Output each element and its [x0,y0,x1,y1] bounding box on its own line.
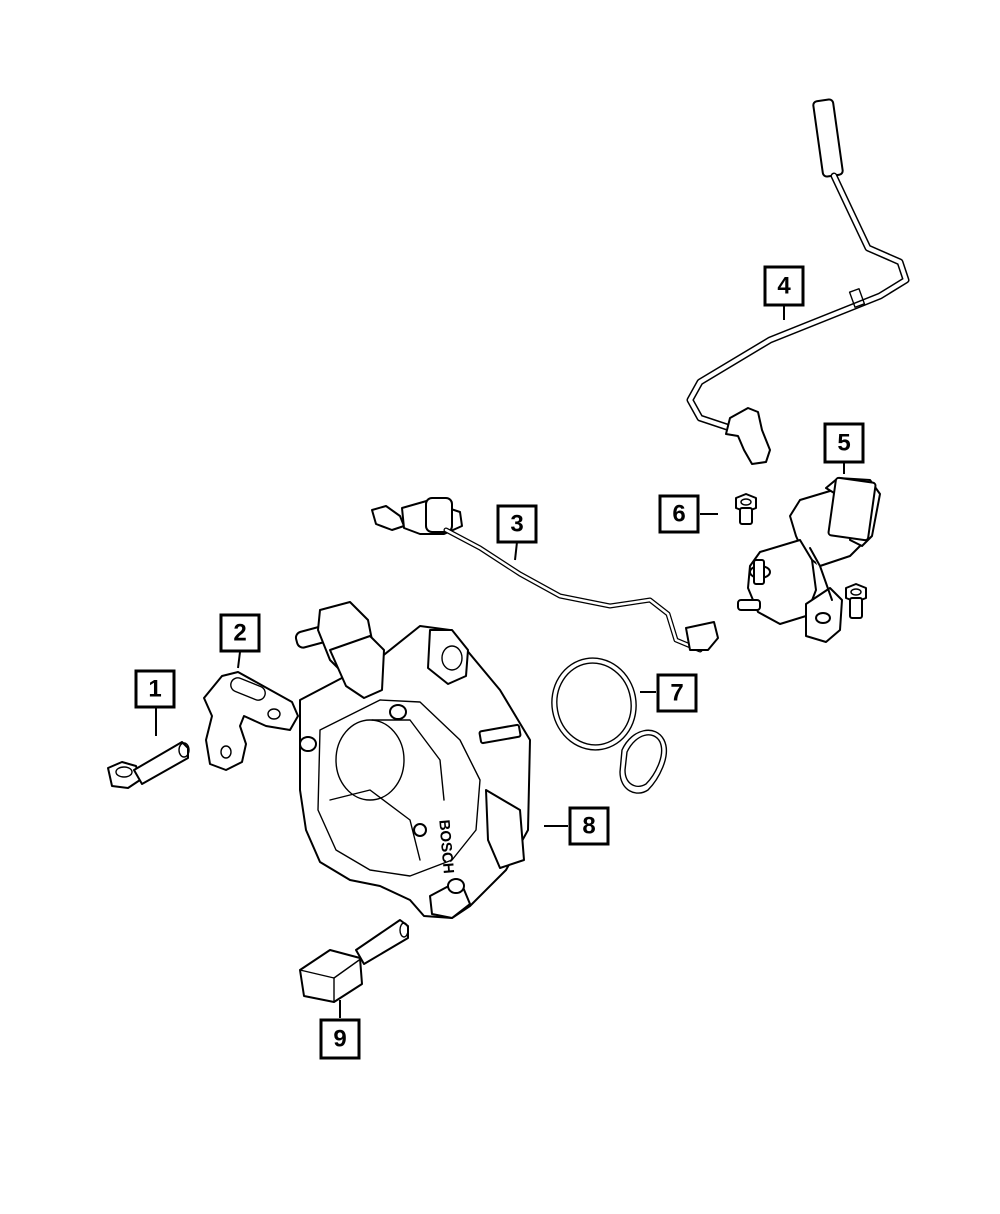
callout-number: 6 [672,501,685,528]
callout-9: 9 [319,1018,361,1060]
bracket-part-2 [203,671,299,771]
vacuum-solenoid-part-5 [737,476,881,643]
callout-6: 6 [658,494,700,534]
callout-number: 3 [510,511,523,538]
callout-number: 9 [333,1026,346,1053]
callout-8: 8 [568,806,610,846]
callout-number: 7 [670,680,683,707]
callout-number: 8 [582,813,595,840]
bolt-part-1 [107,741,190,789]
vacuum-line-part-4 [686,98,910,465]
callout-number: 2 [233,620,246,647]
leader-lines [155,306,845,1018]
callout-7: 7 [656,673,698,713]
vacuum-pump-part-8: BOSCH [294,601,531,919]
callout-5: 5 [823,422,865,464]
callout-number: 1 [148,676,161,703]
callout-4: 4 [763,265,805,307]
o-ring-part-7 [551,657,667,794]
callout-number: 4 [777,273,791,300]
callout-number: 5 [837,430,850,457]
vacuum-hose-part-3 [371,497,719,653]
bolt-part-6 [735,493,867,619]
callout-1: 1 [134,669,176,709]
callout-2: 2 [219,613,261,653]
callout-3: 3 [496,504,538,544]
brand-label: BOSCH [435,819,457,874]
spacer-part-9 [299,919,409,1003]
